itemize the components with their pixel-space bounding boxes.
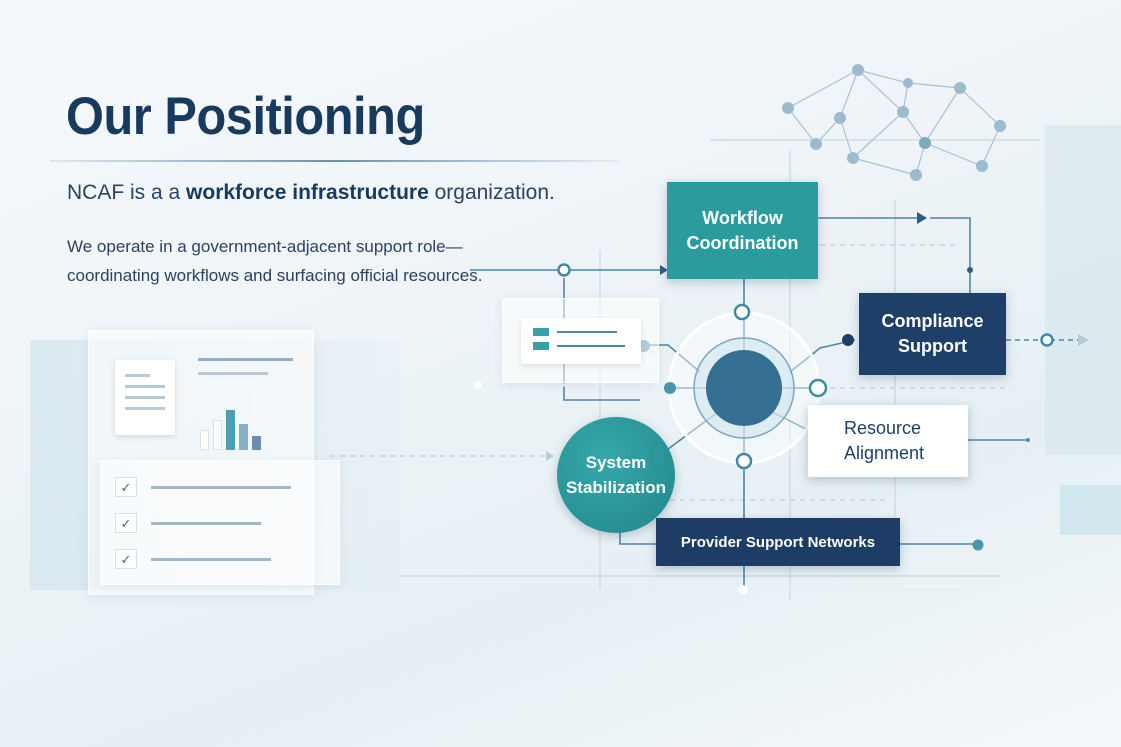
- checklist-item: ✓: [115, 477, 325, 497]
- hub-node: [706, 350, 782, 426]
- intro-text: NCAF is a a workforce infrastructure org…: [67, 181, 555, 204]
- text-line: [198, 372, 268, 375]
- description: We operate in a government-adjacent supp…: [67, 237, 483, 285]
- background-panel: [1060, 485, 1121, 535]
- network-graph-icon: [787, 69, 1001, 176]
- checklist-panel: ✓ ✓ ✓: [100, 460, 340, 585]
- background-panel: [1045, 125, 1121, 455]
- document-icon: [115, 360, 175, 435]
- checklist-item: ✓: [115, 513, 325, 533]
- checkbox-icon: ✓: [115, 549, 137, 569]
- checkbox-icon: ✓: [115, 513, 137, 533]
- bar-chart-icon: [200, 408, 261, 450]
- page-title: Our Positioning: [66, 87, 425, 146]
- text-line: [198, 358, 293, 361]
- checkbox-icon: ✓: [115, 477, 137, 497]
- checklist-item: ✓: [115, 549, 325, 569]
- list-card-icon: [521, 318, 641, 364]
- divider: [50, 160, 620, 162]
- provider-support-networks-node: Provider Support Networks: [656, 518, 900, 566]
